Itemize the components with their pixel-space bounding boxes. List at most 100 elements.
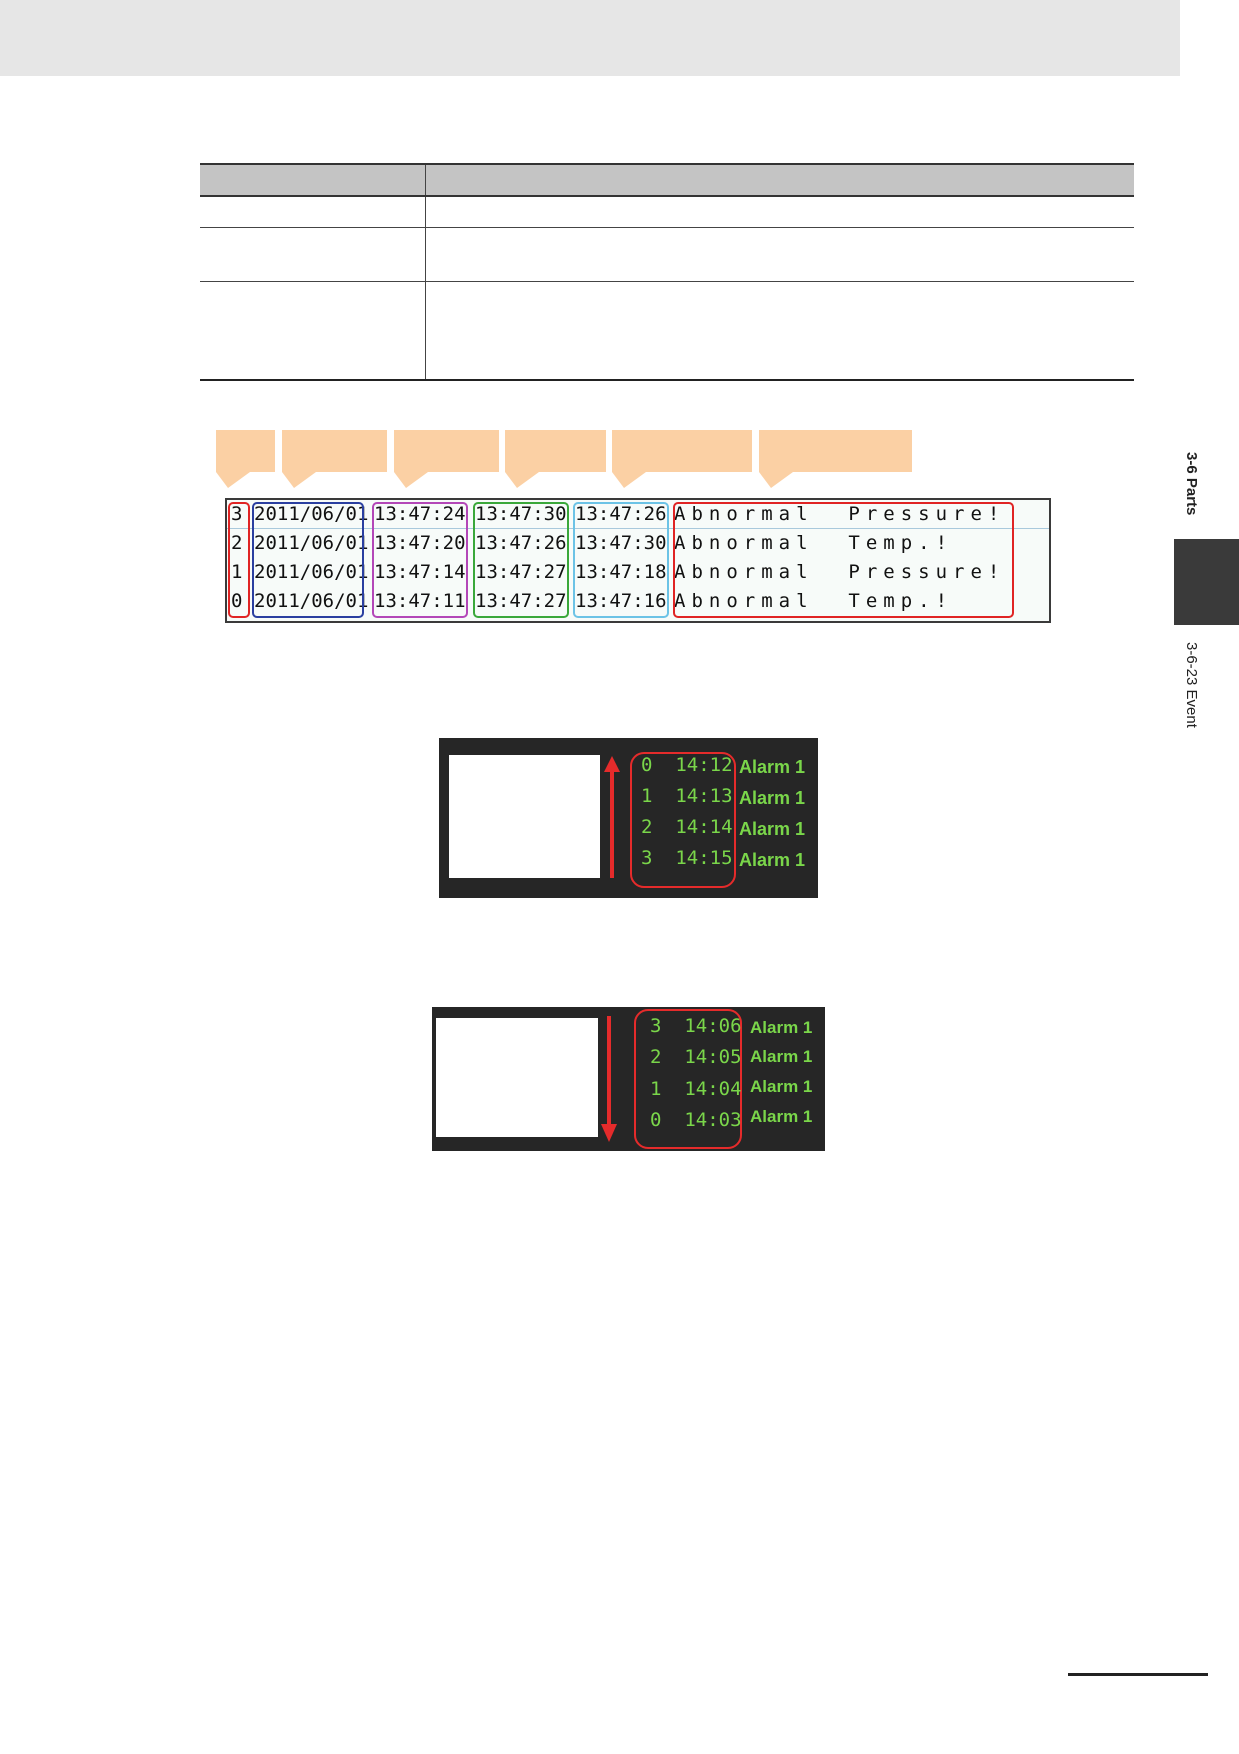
row-number: 2 (231, 532, 243, 554)
table-cell (425, 281, 1134, 381)
table-row (200, 227, 1134, 282)
list-item: 1 14:04 (650, 1078, 742, 1100)
callout-time-occurred (394, 430, 499, 488)
page-header-band (0, 0, 1180, 76)
list-item: 0 14:12 (641, 754, 733, 776)
row-date: 2011/06/01 (254, 561, 369, 583)
table-row (200, 196, 1134, 228)
callout-message (759, 430, 912, 488)
alarm-label: Alarm 1 (750, 1018, 813, 1037)
row-time-confirmed: 13:47:26 (475, 532, 567, 554)
list-item: 3 14:15 (641, 847, 733, 869)
alarm-time: 14:15 (675, 847, 733, 869)
table-cell (425, 227, 1134, 282)
footer-rule (1068, 1673, 1208, 1676)
row-date: 2011/06/01 (254, 590, 369, 612)
history-row: 1 2011/06/01 13:47:14 13:47:27 13:47:18 … (227, 558, 999, 587)
row-time-recovered: 13:47:16 (575, 590, 667, 612)
row-date: 2011/06/01 (254, 532, 369, 554)
list-item: 2 14:14 (641, 816, 733, 838)
alarm-list: 3 14:06 Alarm 1 2 14:05 Alarm 1 1 14:04 … (432, 1007, 825, 1151)
blank-screen (436, 1018, 598, 1137)
alarm-index: 3 (650, 1015, 662, 1037)
row-time-occurred: 13:47:14 (374, 561, 466, 583)
row-time-occurred: 13:47:20 (374, 532, 466, 554)
alarm-label: Alarm 1 (739, 757, 806, 777)
descending-order-panel: 3 14:06 Alarm 1 2 14:05 Alarm 1 1 14:04 … (432, 1007, 825, 1151)
row-time-occurred: 13:47:24 (374, 503, 466, 525)
row-time-recovered: 13:47:30 (575, 532, 667, 554)
list-item: 0 14:03 (650, 1109, 742, 1131)
alarm-label: Alarm 1 (750, 1107, 813, 1126)
alarm-index: 3 (641, 847, 653, 869)
alarm-index: 2 (641, 816, 653, 838)
list-item: 1 14:13 (641, 785, 733, 807)
alarm-time: 14:12 (675, 754, 733, 776)
row-time-confirmed: 13:47:27 (475, 590, 567, 612)
subsection-title: 3-6-23 Event (1174, 642, 1214, 752)
history-row: 2 2011/06/01 13:47:20 13:47:26 13:47:30 … (227, 529, 947, 558)
list-item: 2 14:05 (650, 1046, 742, 1068)
table-header-row (200, 163, 1134, 197)
list-item: 3 14:06 (650, 1015, 742, 1037)
arrow-down-icon (601, 1016, 617, 1142)
row-message: Abnormal Pressure! (674, 561, 1006, 583)
table-cell (425, 196, 1134, 228)
callout-time-recovered (612, 430, 752, 488)
history-row: 0 2011/06/01 13:47:11 13:47:27 13:47:16 … (227, 587, 947, 616)
callout-number (216, 430, 275, 488)
recovered-time-column-box (573, 502, 669, 618)
alarm-label: Alarm 1 (750, 1077, 813, 1096)
arrow-up-icon (604, 756, 620, 878)
row-time-confirmed: 13:47:27 (475, 561, 567, 583)
alarm-time: 14:13 (675, 785, 733, 807)
property-table (200, 163, 1134, 381)
row-time-occurred: 13:47:11 (374, 590, 466, 612)
alarm-label: Alarm 1 (739, 819, 806, 839)
ascending-order-panel: 0 14:12 Alarm 1 1 14:13 Alarm 1 2 14:14 … (439, 738, 818, 898)
row-message: Abnormal Temp.! (674, 590, 954, 612)
alarm-index: 1 (650, 1078, 662, 1100)
alarm-index: 1 (641, 785, 653, 807)
number-column-box (228, 502, 250, 618)
alarm-time: 14:05 (684, 1046, 742, 1068)
callout-date (282, 430, 387, 488)
alarm-time: 14:06 (684, 1015, 742, 1037)
row-number: 1 (231, 561, 243, 583)
history-row: 3 2011/06/01 13:47:24 13:47:30 13:47:26 … (227, 500, 999, 529)
alarm-time: 14:03 (684, 1109, 742, 1131)
alarm-time: 14:14 (675, 816, 733, 838)
table-header-cell (425, 163, 1134, 197)
alarm-index: 2 (650, 1046, 662, 1068)
row-message: Abnormal Pressure! (674, 503, 1006, 525)
date-column-box (252, 502, 364, 618)
alarm-label: Alarm 1 (750, 1047, 813, 1066)
row-time-confirmed: 13:47:30 (475, 503, 567, 525)
table-header-cell (200, 163, 426, 197)
blank-screen (449, 755, 600, 878)
row-date: 2011/06/01 (254, 503, 369, 525)
message-column-box (673, 502, 1014, 618)
table-cell (200, 196, 426, 228)
table-cell (200, 281, 426, 381)
row-number: 0 (231, 590, 243, 612)
alarm-time: 14:04 (684, 1078, 742, 1100)
index-time-highlight (630, 752, 736, 888)
row-number: 3 (231, 503, 243, 525)
section-title-text: 3-6 Parts (1183, 452, 1200, 516)
row-time-recovered: 13:47:26 (575, 503, 667, 525)
alarm-label: Alarm 1 (739, 850, 806, 870)
section-tab-marker (1174, 539, 1239, 625)
alarm-index: 0 (641, 754, 653, 776)
alarm-list: 0 14:12 Alarm 1 1 14:13 Alarm 1 2 14:14 … (439, 738, 818, 898)
callout-time-confirmed (505, 430, 606, 488)
table-cell (200, 227, 426, 282)
event-history-display: 3 2011/06/01 13:47:24 13:47:30 13:47:26 … (225, 498, 1051, 623)
section-title: 3-6 Parts (1174, 452, 1214, 532)
confirmed-time-column-box (473, 502, 569, 618)
occurred-time-column-box (372, 502, 468, 618)
row-message: Abnormal Temp.! (674, 532, 954, 554)
alarm-label: Alarm 1 (739, 788, 806, 808)
row-time-recovered: 13:47:18 (575, 561, 667, 583)
subsection-title-text: 3-6-23 Event (1183, 642, 1200, 728)
